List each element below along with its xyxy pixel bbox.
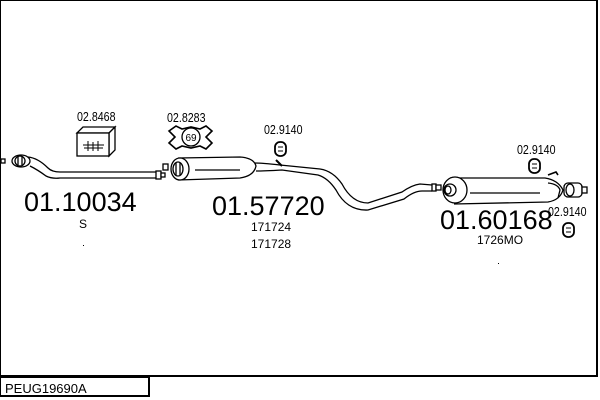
rubber-hanger-icon[interactable] xyxy=(528,158,541,174)
gasket-badge: 69 xyxy=(185,133,197,144)
part-sublabel: 171728 xyxy=(251,237,292,251)
part-number: 01.57720 xyxy=(212,191,325,221)
accessory-label: 02.9140 xyxy=(548,204,587,219)
accessory-label: 02.9140 xyxy=(517,142,556,157)
middle-silencer-drawing[interactable] xyxy=(162,156,433,211)
front-pipe-drawing[interactable] xyxy=(0,154,166,180)
part-sublabel: 171724 xyxy=(251,220,292,234)
part-number: 01.60168 xyxy=(440,205,553,235)
gasket-ring-icon[interactable]: 69 xyxy=(167,125,214,150)
marker-dot xyxy=(83,245,84,246)
accessory-label: 02.8283 xyxy=(167,110,206,125)
reference-code-box: PEUG19690A xyxy=(0,377,150,397)
marker-dot xyxy=(498,263,499,264)
diagram-frame xyxy=(0,0,598,377)
part-sublabel: S xyxy=(79,217,88,231)
accessory-label: 02.9140 xyxy=(264,122,303,137)
accessory-label: 02.8468 xyxy=(77,109,116,124)
rubber-hanger-icon[interactable] xyxy=(562,222,575,238)
part-number: 01.10034 xyxy=(24,187,137,217)
reference-code: PEUG19690A xyxy=(5,381,87,396)
rear-silencer-drawing[interactable] xyxy=(431,171,588,205)
fitting-kit-box-icon[interactable] xyxy=(75,125,117,158)
part-sublabel: 1726MO xyxy=(477,233,524,247)
rubber-hanger-icon[interactable] xyxy=(274,141,287,157)
